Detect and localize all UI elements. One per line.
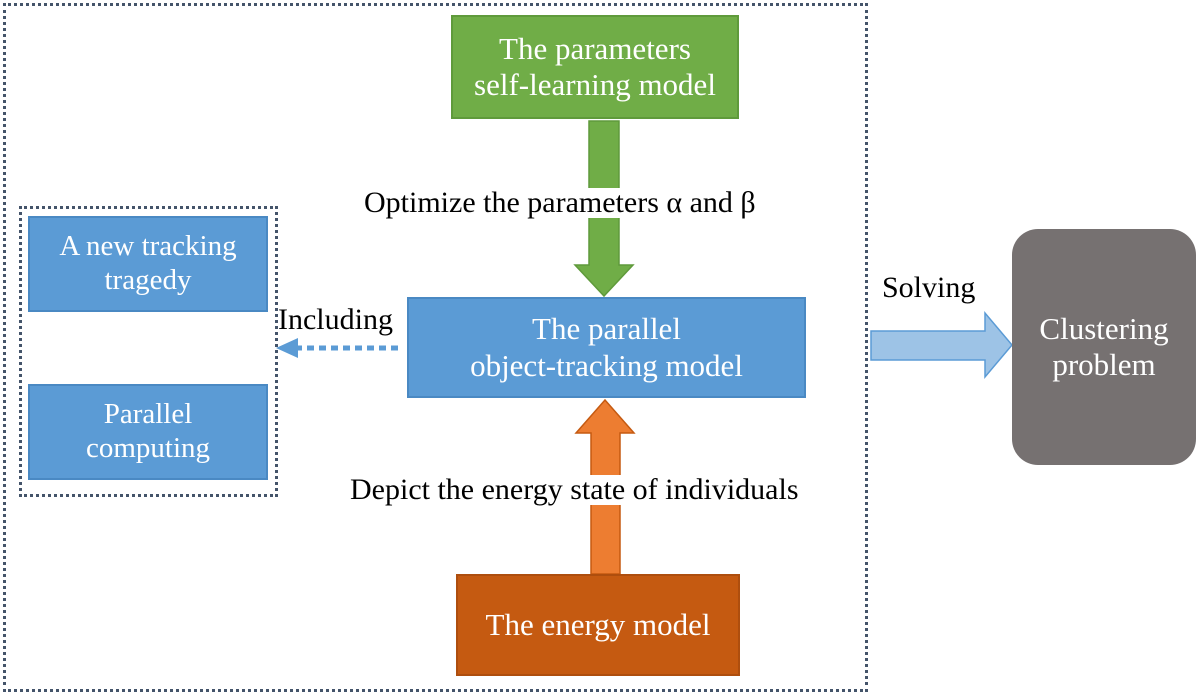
- parallel-computing-box: Parallel computing: [28, 384, 268, 480]
- parallel-tracking-model-box: The parallel object-tracking model: [407, 297, 806, 398]
- optimize-label: Optimize the parameters α and β: [364, 186, 756, 219]
- depict-label: Depict the energy state of individuals: [350, 473, 799, 506]
- energy-model-box: The energy model: [456, 574, 740, 676]
- self-learning-model-box: The parameters self-learning model: [451, 15, 739, 119]
- tracking-strategy-box: A new tracking tragedy: [28, 216, 268, 312]
- parallel-computing-text: Parallel computing: [85, 398, 211, 464]
- inner-dotted-frame: [19, 206, 278, 497]
- solving-label: Solving: [882, 271, 976, 304]
- clustering-problem-text: Clustering problem: [1039, 310, 1169, 382]
- solving-arrow: [870, 310, 1013, 380]
- including-label: Including: [278, 303, 393, 336]
- self-learning-model-text: The parameters self-learning model: [474, 30, 716, 102]
- parallel-tracking-model-text: The parallel object-tracking model: [470, 311, 743, 383]
- energy-model-text: The energy model: [485, 606, 711, 642]
- including-arrow-head: [276, 338, 298, 358]
- outer-dotted-frame: [3, 3, 868, 692]
- clustering-problem-box: Clustering problem: [1012, 229, 1196, 465]
- tracking-strategy-text: A new tracking tragedy: [59, 230, 237, 296]
